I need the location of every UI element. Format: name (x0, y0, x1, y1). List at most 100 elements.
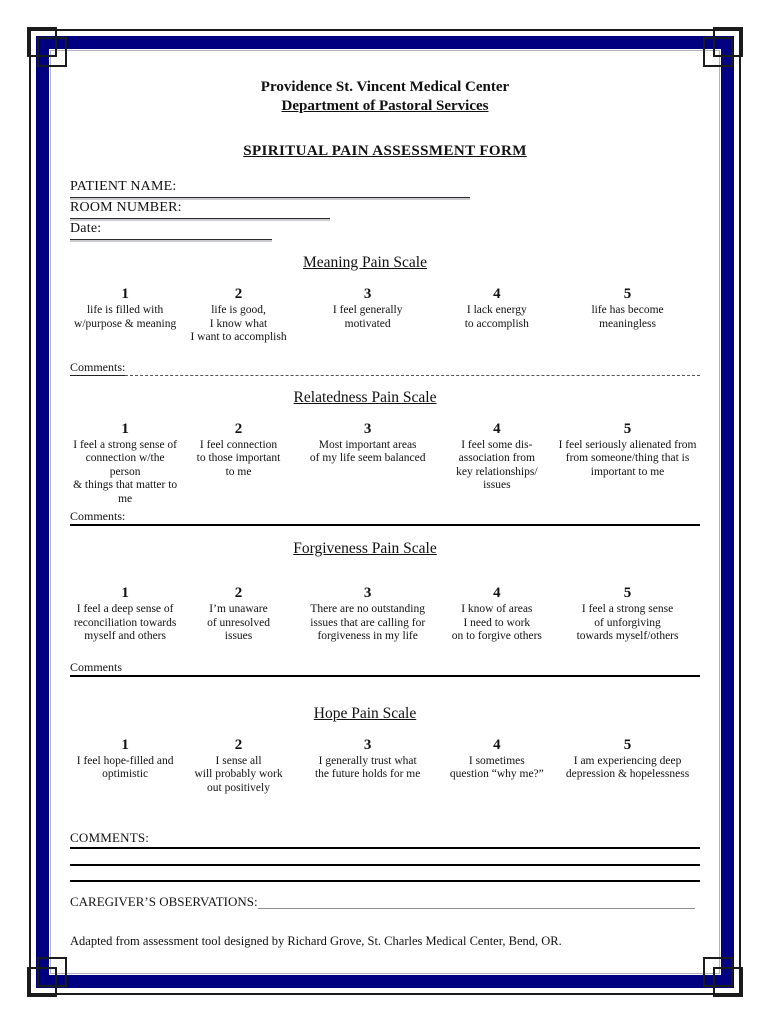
org-department: Department of Pastoral Services (281, 98, 489, 114)
scale-option-number: 4 (493, 585, 501, 601)
scale-option-number: 4 (493, 420, 501, 437)
scale-section-forgiveness: Forgiveness Pain Scale 1 I feel a deep se… (70, 539, 700, 677)
scale-option-text: There are no outstanding issues that are… (310, 603, 426, 642)
scale-option-text: I feel some dis- association from key re… (456, 438, 538, 492)
border-corner-square (703, 37, 733, 67)
border-corner-square (713, 27, 743, 57)
scale-options-meaning: 1 life is filled with w/purpose & meaning… (70, 285, 700, 345)
patient-name-row: PATIENT NAME: (70, 179, 470, 198)
scale-option-text: I feel generally motivated (332, 304, 403, 330)
attribution-note: Adapted from assessment tool designed by… (70, 934, 562, 948)
scale-option-text: I know of areas I need to work on to for… (451, 603, 542, 642)
scale-option: 4 I know of areas I need to work on to fo… (439, 584, 556, 644)
comments-input-line[interactable] (125, 360, 700, 376)
comments-label: Comments (70, 659, 123, 674)
scale-option-number: 2 (234, 736, 243, 753)
comments-row-relatedness: Comments: (70, 509, 700, 526)
scale-option-number: 2 (234, 420, 243, 437)
form-content: Providence St. Vincent Medical Center De… (70, 52, 700, 970)
scale-option-number: 1 (121, 585, 129, 601)
scale-option-number: 3 (363, 736, 372, 753)
patient-name-label: PATIENT NAME: (70, 179, 177, 194)
scale-option-text: I am experiencing deep depression & hope… (565, 754, 690, 781)
border-corner-square (27, 967, 57, 997)
organization-header: Providence St. Vincent Medical Center De… (70, 78, 700, 116)
footer-comments-input-line[interactable] (149, 835, 700, 845)
scale-option-number: 1 (121, 420, 129, 437)
comments-label: Comments: (70, 509, 126, 523)
border-corner-square (37, 37, 67, 67)
scale-option-text: I feel connection to those important to … (196, 438, 281, 478)
scale-option-number: 3 (363, 420, 372, 437)
scale-option: 1 I feel a deep sense of reconciliation t… (70, 584, 180, 644)
scale-title-hope: Hope Pain Scale (313, 704, 417, 722)
scale-option-number: 3 (363, 286, 372, 302)
footer-comments-blank-line[interactable] (70, 849, 700, 866)
caregiver-observations-row: CAREGIVER’S OBSERVATIONS: (70, 894, 700, 909)
scale-option-number: 3 (363, 585, 372, 601)
scale-option-number: 5 (623, 286, 632, 302)
scale-option-number: 2 (234, 585, 243, 601)
scale-option-number: 1 (121, 286, 129, 302)
scale-option-number: 5 (623, 420, 632, 437)
patient-info-fields: PATIENT NAME: ROOM NUMBER: Date: (70, 179, 700, 240)
scale-option: 3 I feel generally motivated (297, 285, 439, 345)
scale-option-text: life is good, I know what I want to acco… (190, 304, 287, 343)
date-label: Date: (70, 221, 102, 236)
border-corner-square (27, 27, 57, 57)
scale-option-text: I feel a strong sense of unforgiving tow… (576, 603, 679, 642)
scale-option-text: Most important areas of my life seem bal… (309, 438, 426, 465)
scale-title-forgiveness: Forgiveness Pain Scale (293, 540, 437, 557)
border-corner-square (37, 957, 67, 987)
border-corner-square (713, 967, 743, 997)
org-name: Providence St. Vincent Medical Center (260, 79, 510, 95)
comments-input-line[interactable] (125, 509, 700, 524)
comments-input-line[interactable] (122, 660, 700, 675)
comments-row-forgiveness: Comments (70, 660, 700, 677)
scale-section-meaning: Meaning Pain Scale 1 life is filled with … (70, 253, 700, 376)
room-number-label: ROOM NUMBER: (70, 200, 182, 215)
scale-option-text: I feel hope-filled and optimistic (76, 754, 174, 781)
scale-title-meaning: Meaning Pain Scale (303, 254, 427, 271)
border-corner-square (703, 957, 733, 987)
comments-row-meaning: Comments: (70, 360, 700, 376)
footer-comments-block: COMMENTS: (70, 830, 700, 882)
scale-option-number: 1 (121, 736, 129, 753)
form-title: SPIRITUAL PAIN ASSESSMENT FORM (243, 143, 527, 159)
scale-option-text: life is filled with w/purpose & meaning (74, 304, 177, 330)
scale-option: 1 life is filled with w/purpose & meaning (70, 285, 180, 345)
scale-title-relatedness: Relatedness Pain Scale (293, 388, 437, 406)
scale-option-number: 5 (623, 736, 632, 753)
scale-option-text: I sometimes question “why me?” (449, 754, 544, 781)
scale-option-text: I generally trust what the future holds … (314, 754, 421, 781)
scale-option-text: I’m unaware of unresolved issues (207, 603, 270, 642)
scale-option-text: I feel a deep sense of reconciliation to… (73, 603, 177, 642)
caregiver-observations-input-line[interactable] (257, 894, 695, 909)
footer-comments-label: COMMENTS: (70, 830, 150, 845)
scale-options-forgiveness: 1 I feel a deep sense of reconciliation t… (70, 584, 700, 644)
footer-comments-blank-line[interactable] (70, 866, 700, 882)
room-number-row: ROOM NUMBER: (70, 200, 330, 219)
date-row: Date: (70, 221, 272, 240)
caregiver-observations-label: CAREGIVER’S OBSERVATIONS: (70, 894, 258, 909)
